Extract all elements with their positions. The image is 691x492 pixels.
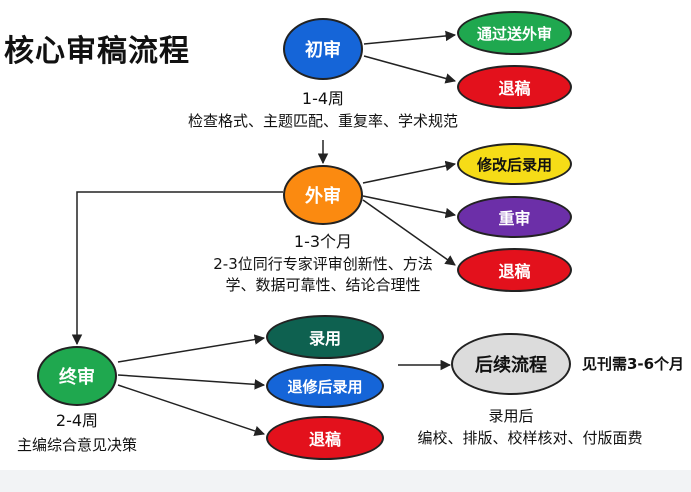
arrow-final-to-reject xyxy=(117,384,265,436)
outcome-pass-label: 通过送外审 xyxy=(476,24,552,43)
outcome-final-reject-label: 退稿 xyxy=(308,430,341,449)
outcome-revise-accept-label: 修改后录用 xyxy=(476,155,552,174)
initial-review-label: 初审 xyxy=(305,40,341,61)
final-details: 主编综合意见决策 xyxy=(16,436,137,454)
outcome-initial-reject: 退稿 xyxy=(457,65,572,109)
arrow-external-to-rereview xyxy=(362,195,457,219)
arrow-external-to-revise xyxy=(362,160,457,184)
outcome-external-reject-label: 退稿 xyxy=(498,262,531,281)
outcome-initial-reject-label: 退稿 xyxy=(498,79,531,98)
arrow-external-to-final xyxy=(71,191,283,346)
footer-strip xyxy=(0,470,691,492)
final-duration: 2-4周 xyxy=(55,411,99,430)
initial-review-node: 初审 xyxy=(283,18,363,80)
outcome-final-reject: 退稿 xyxy=(266,416,384,460)
external-details-line2: 学、数据可靠性、结论合理性 xyxy=(225,276,421,294)
arrow-initial-to-pass xyxy=(363,30,457,45)
external-review-node: 外审 xyxy=(283,165,363,225)
outcome-accept: 录用 xyxy=(266,315,384,359)
arrow-external-to-reject xyxy=(362,199,456,266)
arrow-final-to-minor-revision xyxy=(117,374,266,390)
arrow-initial-to-reject xyxy=(363,55,457,84)
followup-details: 编校、排版、校样核对、付版面费 xyxy=(417,429,643,447)
followup-node: 后续流程 xyxy=(451,333,571,395)
outcome-external-reject: 退稿 xyxy=(457,248,572,292)
arrow-final-to-accept xyxy=(117,334,266,363)
outcome-rereview: 重审 xyxy=(457,196,572,238)
followup-sub: 录用后 xyxy=(488,407,534,425)
initial-duration: 1-4周 xyxy=(301,89,345,108)
followup-label: 后续流程 xyxy=(475,355,547,376)
external-details-line1: 2-3位同行专家评审创新性、方法 xyxy=(213,255,433,273)
final-review-node: 终审 xyxy=(37,346,117,406)
external-review-label: 外审 xyxy=(305,186,341,207)
outcome-revise-accept: 修改后录用 xyxy=(457,143,572,185)
outcome-rereview-label: 重审 xyxy=(498,209,531,228)
page-title: 核心审稿流程 xyxy=(4,34,190,69)
outcome-minor-revision-label: 退修后录用 xyxy=(287,377,363,396)
external-duration: 1-3个月 xyxy=(293,232,353,251)
final-review-label: 终审 xyxy=(59,367,95,388)
outcome-accept-label: 录用 xyxy=(308,329,341,348)
outcome-minor-revision-accept: 退修后录用 xyxy=(266,364,384,408)
outcome-pass-to-external: 通过送外审 xyxy=(457,11,572,55)
initial-details: 检查格式、主题匹配、重复率、学术规范 xyxy=(187,112,458,130)
followup-note: 见刊需3-6个月 xyxy=(581,355,685,373)
